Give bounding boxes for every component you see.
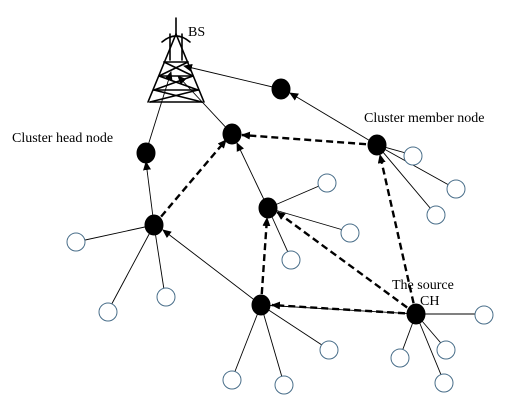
source-cluster-head-node (406, 303, 426, 325)
member-node (436, 340, 456, 360)
cluster-head-node (144, 214, 164, 236)
routing-arrows (143, 63, 378, 306)
cluster-head-node (222, 123, 242, 145)
member-node (281, 250, 301, 270)
cluster-head-node (367, 134, 387, 156)
member-node (403, 146, 423, 166)
member-node (222, 370, 242, 390)
cluster-head-nodes (136, 78, 426, 325)
cluster-head-node (258, 197, 278, 219)
member-links (75, 144, 484, 385)
member-node (319, 340, 339, 360)
member-node (446, 179, 466, 199)
member-node (390, 348, 410, 368)
member-node (434, 373, 454, 393)
cluster-head-node (271, 78, 291, 100)
member-node (66, 232, 86, 252)
source-label-line1: The source (392, 278, 454, 293)
dashed-route-arrows (153, 131, 418, 316)
member-node (474, 305, 494, 325)
member-node (317, 173, 337, 193)
member-node (340, 223, 360, 243)
source-label-line2: CH (420, 294, 439, 309)
cluster-head-label: Cluster head node (12, 131, 113, 146)
cluster-head-node (251, 294, 271, 316)
cluster-head-node (136, 142, 156, 164)
member-node (156, 287, 176, 307)
base-station-tower-icon (147, 17, 205, 103)
cluster-member-label: Cluster member node (364, 111, 485, 126)
member-node (98, 302, 118, 322)
member-node (426, 205, 446, 225)
bs-label: BS (188, 25, 205, 40)
member-node (274, 375, 294, 395)
member-nodes (66, 146, 494, 395)
